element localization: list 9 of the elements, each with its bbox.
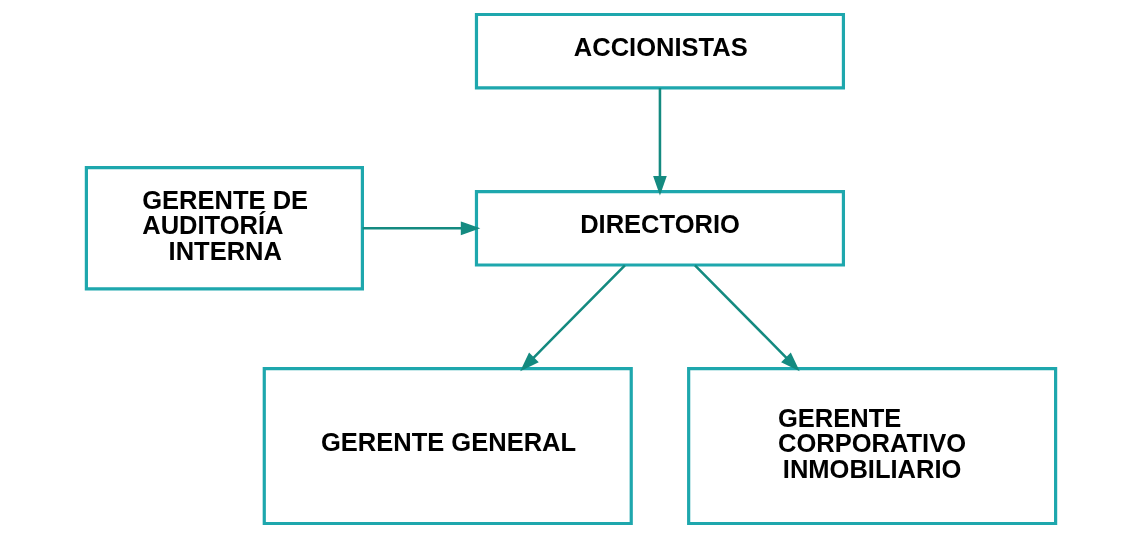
arrow [653, 88, 667, 196]
arrow [694, 264, 800, 372]
node-box: GERENTE DE AUDITORÍA INTERNA [84, 166, 364, 291]
node-box: GERENTE GENERAL [262, 367, 633, 526]
arrow [520, 264, 626, 372]
node-box: ACCIONISTAS [474, 12, 845, 90]
node-box: GERENTE CORPORATIVO INMOBILIARIO [687, 367, 1058, 526]
node-box: DIRECTORIO [474, 190, 845, 267]
arrow [362, 221, 481, 236]
